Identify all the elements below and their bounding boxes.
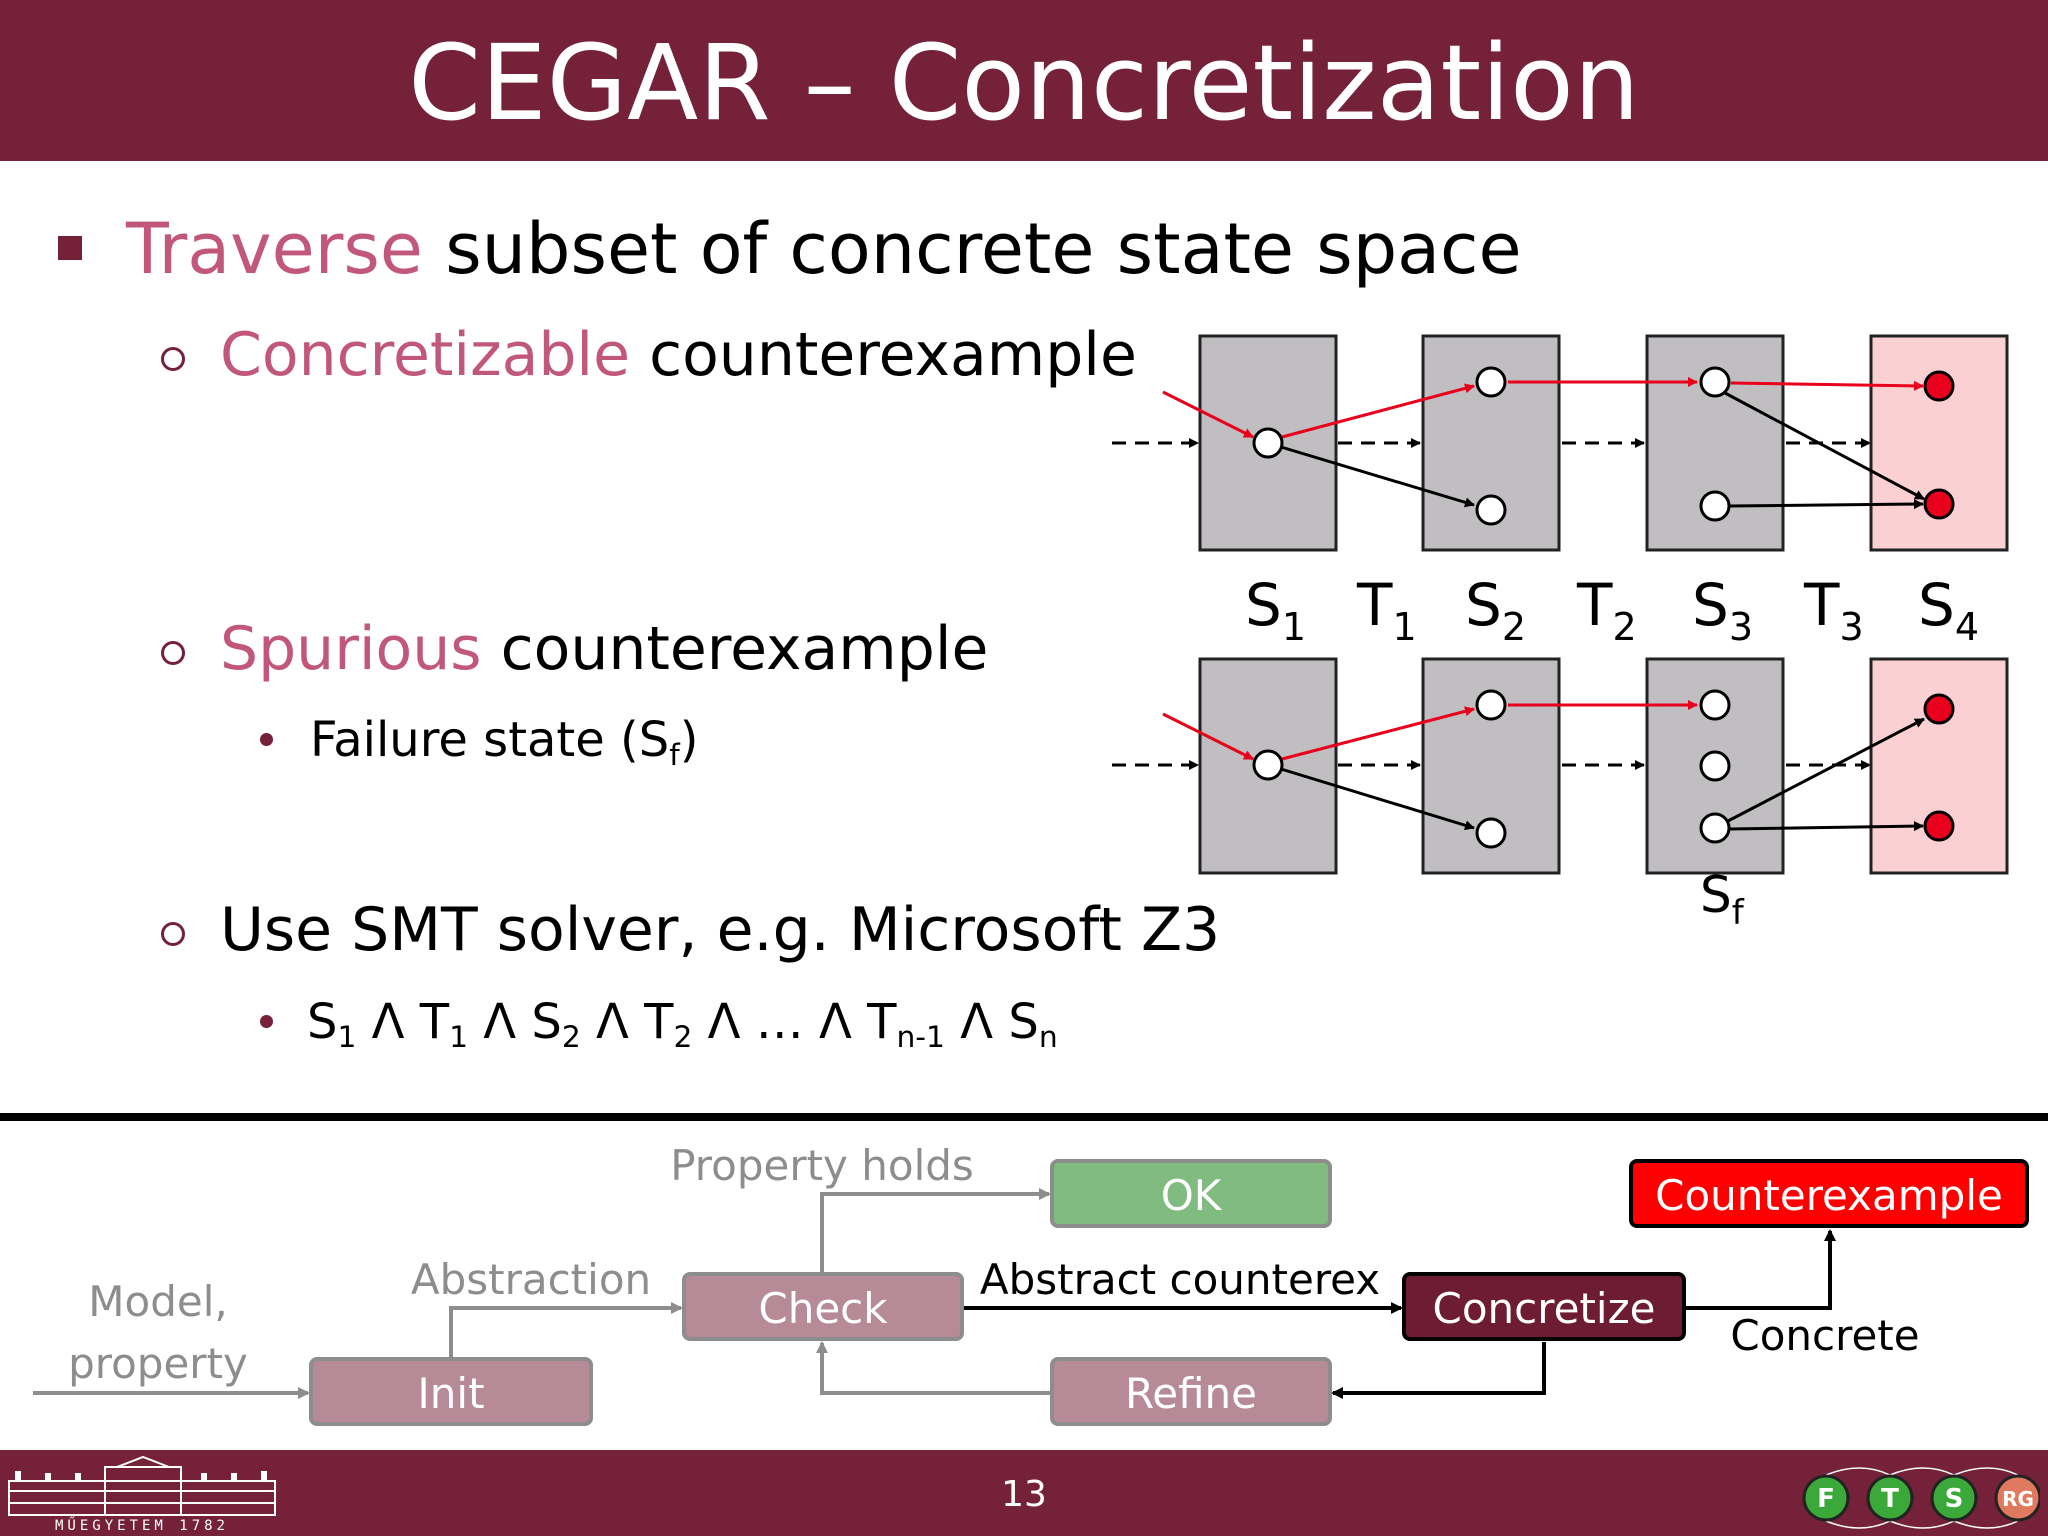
university-logo-icon: MŰEGYETEM 1782	[8, 1455, 276, 1533]
formula-t2: T	[644, 994, 674, 1050]
concretizable-diagram	[1112, 334, 2009, 552]
formula-s1: S	[307, 994, 338, 1050]
init-label: Init	[417, 1369, 484, 1418]
formula-tn: T	[867, 994, 897, 1050]
ftsrg-logo-icon: F T S RG	[1802, 1467, 2040, 1529]
logo-letter-f: F	[1817, 1484, 1835, 1514]
logo-letter-s: S	[1945, 1484, 1964, 1514]
ok-box: OK	[1050, 1159, 1332, 1228]
bullet-dot-icon	[260, 1015, 273, 1028]
counterexample-label: Counterexample	[1655, 1171, 2003, 1220]
bullet-circle-icon	[161, 347, 185, 371]
bullet-traverse-text: subset of concrete state space	[422, 208, 1522, 290]
state-space-diagram: .box { fill:#c0bec1; stroke:#222; stroke…	[1112, 334, 2009, 933]
ok-label: OK	[1161, 1171, 1223, 1220]
label-t3: T3	[1803, 571, 1864, 649]
init-box: Init	[309, 1357, 593, 1426]
formula-t1: T	[419, 994, 450, 1050]
bullet-square-icon	[58, 236, 82, 260]
label-t2: T2	[1576, 571, 1637, 649]
label-s1: S1	[1245, 571, 1306, 649]
label-t1: T1	[1356, 571, 1417, 649]
university-logo-text: MŰEGYETEM 1782	[55, 1516, 229, 1533]
bullet-formula: S1 Λ T1 Λ S2 Λ T2 Λ … Λ Tn-1 Λ Sn	[307, 994, 1058, 1052]
label-abstract-counterex: Abstract counterex	[980, 1255, 1380, 1304]
label-s4: S4	[1918, 571, 1979, 649]
logo-letter-rg: RG	[2002, 1487, 2034, 1511]
bullet-traverse: Traverse subset of concrete state space	[126, 208, 1522, 290]
refine-label: Refine	[1125, 1369, 1257, 1418]
label-abstraction: Abstraction	[411, 1255, 651, 1304]
check-label: Check	[758, 1284, 888, 1333]
bullet-spurious: Spurious counterexample	[220, 614, 988, 684]
bullet-traverse-highlight: Traverse	[126, 208, 423, 290]
formula-sn: S	[1008, 994, 1039, 1050]
formula-and: Λ	[944, 994, 1009, 1050]
label-s2: S2	[1465, 571, 1526, 649]
label-property: property	[68, 1339, 248, 1388]
logo-letter-t: T	[1881, 1484, 1899, 1514]
bullet-circle-icon	[161, 641, 185, 665]
concretize-label: Concretize	[1433, 1284, 1656, 1333]
bullet-spurious-highlight: Spurious	[220, 614, 482, 684]
formula-and: Λ	[580, 994, 645, 1050]
formula-and: Λ	[468, 994, 532, 1050]
formula-sn-sub: n	[1038, 1019, 1058, 1055]
footer-bar	[0, 1450, 2048, 1536]
formula-s2-sub: 2	[561, 1019, 581, 1055]
failure-state-subscript: f	[669, 737, 680, 773]
bullet-failure-state: Failure state (Sf)	[310, 712, 699, 770]
title-bar	[0, 0, 2048, 161]
section-divider	[0, 1113, 2048, 1121]
refine-box: Refine	[1050, 1357, 1332, 1426]
label-s3: S3	[1692, 571, 1753, 649]
diagram-labels: S1 T1 S2 T2 S3 T3 S4	[1245, 571, 1979, 649]
spurious-diagram: Sf	[1112, 657, 2009, 933]
failure-state-text: Failure state (S	[310, 712, 670, 768]
formula-t2-sub: 2	[673, 1019, 693, 1055]
cegar-flow-diagram: .gl { stroke:#8d8d8d; stroke-width:4; fi…	[33, 1141, 2029, 1426]
counterexample-box: Counterexample	[1629, 1159, 2029, 1228]
formula-t1-sub: 1	[449, 1019, 469, 1055]
formula-and-ellipsis: Λ … Λ	[692, 994, 868, 1050]
formula-and: Λ	[356, 994, 420, 1050]
formula-tn-sub: n-1	[896, 1019, 945, 1055]
formula-s2: S	[531, 994, 562, 1050]
label-failure-state: Sf	[1700, 866, 1745, 933]
bullet-dot-icon	[260, 733, 273, 746]
label-model: Model,	[88, 1277, 227, 1326]
bullet-concretizable-text: counterexample	[630, 320, 1137, 390]
bullet-smt-solver: Use SMT solver, e.g. Microsoft Z3	[220, 895, 1221, 965]
label-concrete: Concrete	[1730, 1311, 1919, 1360]
formula-s1-sub: 1	[337, 1019, 357, 1055]
check-box: Check	[682, 1272, 964, 1341]
concretize-box: Concretize	[1402, 1272, 1686, 1341]
bullet-spurious-text: counterexample	[481, 614, 989, 684]
bullet-concretizable-highlight: Concretizable	[220, 320, 631, 390]
page-number: 13	[1001, 1474, 1047, 1515]
slide-title: CEGAR – Concretization	[408, 22, 1640, 144]
bullet-concretizable: Concretizable counterexample	[220, 320, 1137, 390]
label-property-holds: Property holds	[670, 1141, 974, 1190]
failure-state-close: )	[679, 712, 699, 768]
bullet-circle-icon	[161, 922, 185, 946]
